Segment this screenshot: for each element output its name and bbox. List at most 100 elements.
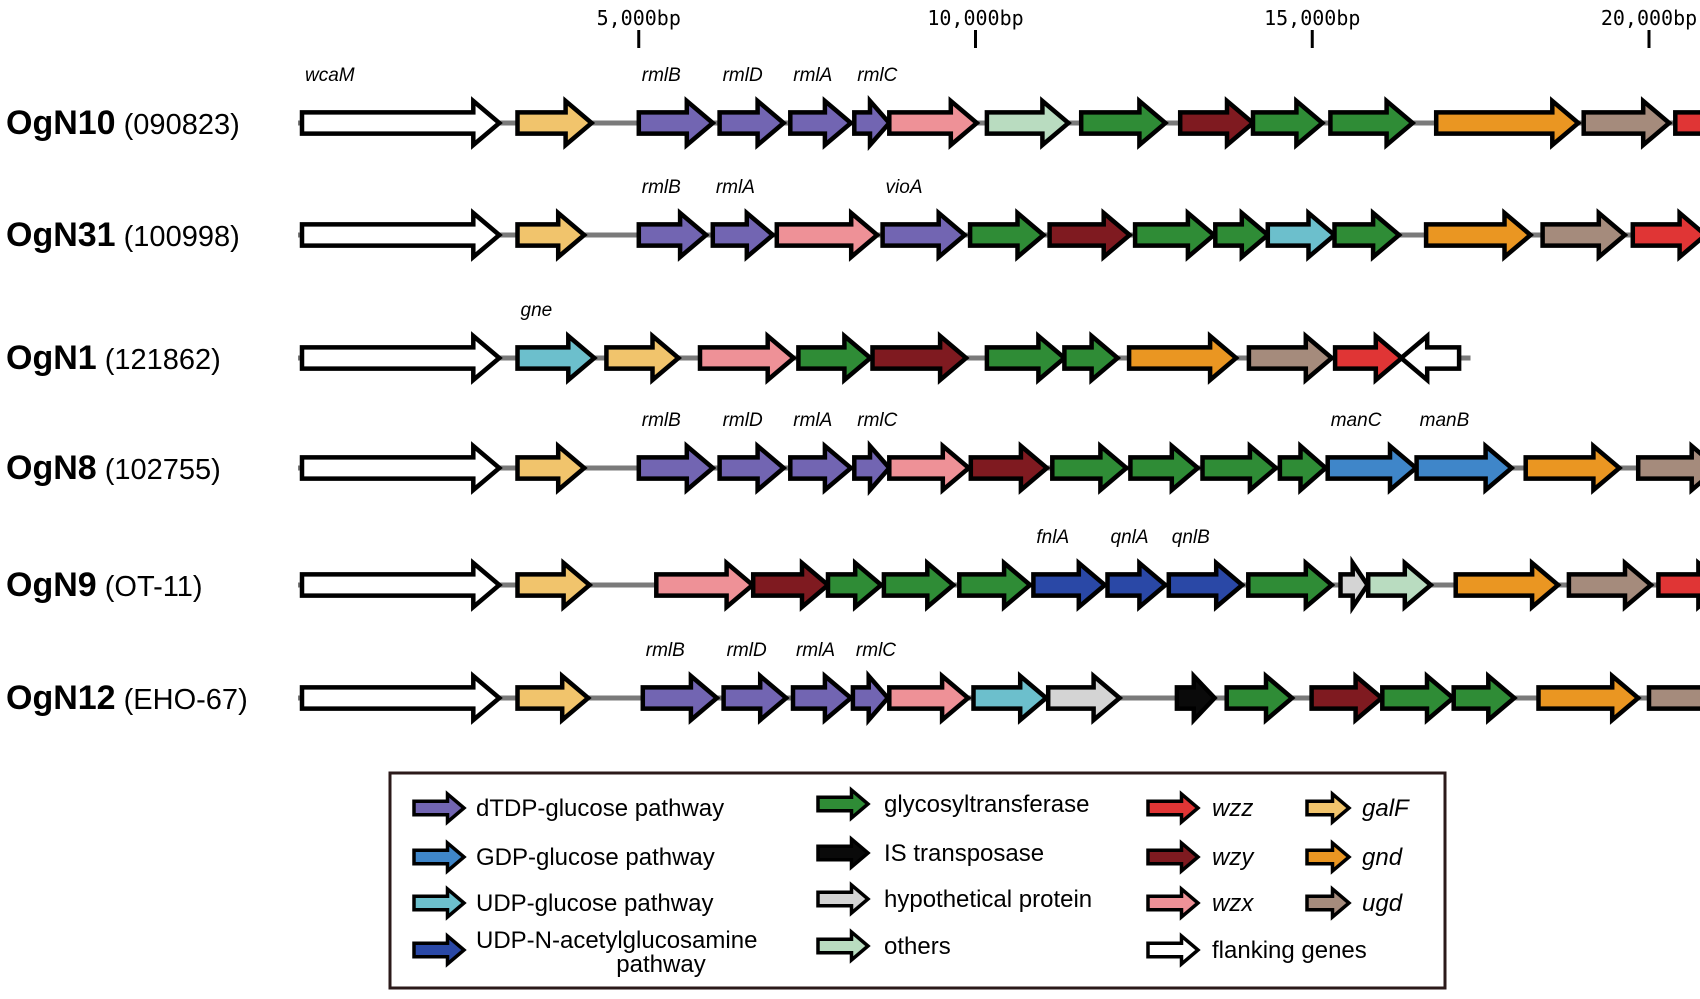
gene-arrow-dtdp (790, 671, 855, 725)
gene-arrow-udpnac (1105, 558, 1169, 612)
gene-label: rmlA (716, 177, 755, 198)
gene-arrow-flank (299, 558, 503, 612)
legend-label: IS transposase (884, 840, 1044, 867)
legend-swatch-udp (412, 885, 467, 921)
strain-name: OgN10 (6, 104, 116, 142)
gene-arrow-hyp (1338, 555, 1371, 615)
gene-label: rmlC (857, 65, 897, 86)
gene-label: qnlA (1111, 527, 1149, 548)
scale-tick-label: 20,000bp (1601, 6, 1697, 30)
gene-arrow-flank (299, 96, 503, 150)
gene-arrow-gt (825, 558, 885, 612)
gene-arrow-wzx (654, 558, 757, 612)
gene-arrow-dtdp (710, 208, 777, 262)
gene-arrow-dtdp (717, 441, 788, 495)
gene-label: rmlA (793, 410, 832, 431)
gene-arrow-gdp (1414, 441, 1516, 495)
gene-arrow-others (1365, 558, 1435, 612)
legend-item-ugd: ugd (1305, 885, 1403, 921)
legend-swatch-others (816, 928, 871, 964)
gene-arrow-udp (971, 671, 1050, 725)
legend-item-wzz: wzz (1146, 790, 1253, 826)
gene-arrow-wzx (774, 208, 881, 262)
legend-swatch-galf (1305, 790, 1352, 826)
gene-arrow-galf (515, 208, 588, 262)
strain-label: OgN10 (090823) (6, 104, 240, 142)
scale-tick-label: 5,000bp (597, 6, 681, 30)
gene-arrow-gt (1332, 208, 1403, 262)
gene-arrow-wzy (968, 441, 1051, 495)
gene-label: rmlC (857, 410, 897, 431)
legend-label: others (884, 933, 951, 960)
legend-item-dtdp: dTDP-glucose pathway (412, 790, 724, 826)
gene-label: manB (1420, 410, 1470, 431)
gene-arrow-gt (1200, 441, 1280, 495)
gene-arrow-gt (1246, 558, 1336, 612)
legend-label: galF (1362, 795, 1410, 822)
gene-arrow-dtdp (721, 671, 790, 725)
legend-item-gnd: gnd (1305, 839, 1403, 875)
legend-swatch-is (816, 835, 871, 871)
strain-track-ogn10: OgN10 (090823)wcaMrmlBrmlDrmlArmlChisI (6, 65, 1700, 151)
legend-item-wzx: wzx (1146, 885, 1254, 921)
gene-arrow-gt (796, 331, 874, 385)
legend-label: wzy (1212, 844, 1255, 871)
gene-arrow-ugd (1581, 96, 1673, 150)
gene-arrow-wzx (887, 671, 972, 725)
gene-arrow-dtdp (636, 441, 717, 495)
gene-arrow-wzz (1656, 558, 1700, 612)
gene-arrow-gt (967, 208, 1047, 262)
legend-label: wzx (1212, 890, 1254, 917)
strain-label: OgN9 (OT-11) (6, 566, 203, 604)
gene-arrow-gt (1132, 208, 1218, 262)
legend-label-continued: pathway (616, 951, 705, 978)
strain-track-ogn9: OgN9 (OT-11) fnlA qnlA qnlB (6, 527, 1700, 615)
strain-id: (EHO-67) (116, 684, 248, 716)
gene-arrow-gt (1062, 331, 1122, 385)
gene-arrow-dtdp (852, 95, 893, 151)
gene-arrow-wzy (1047, 208, 1134, 262)
legend-label: UDP-N-acetylglucosamine (476, 927, 757, 954)
gene-arrow-dtdp (636, 208, 710, 262)
legend-item-flank: flanking genes (1146, 932, 1367, 968)
gene-arrow-flank (299, 441, 503, 495)
legend-item-others: others (816, 928, 951, 964)
strain-id: (OT-11) (97, 571, 203, 603)
gene-arrow-galf (515, 441, 588, 495)
gene-arrow-flank (299, 331, 503, 385)
gene-arrow-is (1174, 670, 1218, 726)
strain-name: OgN8 (6, 449, 97, 487)
gene-arrow-gt (1380, 671, 1457, 725)
gene-arrow-dtdp (788, 441, 855, 495)
strain-label: OgN8 (102755) (6, 449, 221, 487)
gene-label: rmlB (642, 410, 681, 431)
gene-arrow-gt (881, 558, 957, 612)
gene-arrow-gt (1224, 671, 1296, 725)
gene-label: wcaM (305, 65, 355, 86)
gene-arrow-wzy (870, 331, 970, 385)
gene-label: qnlB (1172, 527, 1210, 548)
legend-item-udp: UDP-glucose pathway (412, 885, 713, 921)
gene-label: fnlA (1036, 527, 1069, 548)
strain-name: OgN12 (6, 679, 116, 717)
gene-arrow-wzx (887, 96, 981, 150)
legend-label: glycosyltransferase (884, 791, 1089, 818)
gene-tracks: OgN10 (090823)wcaMrmlBrmlDrmlArmlChisIOg… (6, 65, 1700, 726)
gene-arrow-ugd (1566, 558, 1655, 612)
gene-arrow-gnd (1126, 331, 1240, 385)
legend-label: flanking genes (1212, 937, 1367, 964)
gene-arrow-galf (515, 96, 596, 150)
legend-item-gdp: GDP-glucose pathway (412, 839, 715, 875)
gene-arrow-dtdp (636, 96, 717, 150)
legend-label: wzz (1212, 795, 1253, 822)
gene-label: rmlD (723, 65, 763, 86)
gene-arrow-gnd (1423, 208, 1534, 262)
legend-swatch-flank (1146, 932, 1201, 968)
gene-label: vioA (886, 177, 923, 198)
strain-label: OgN1 (121862) (6, 339, 221, 377)
gene-arrow-wzz (1332, 331, 1406, 385)
strain-id: (121862) (97, 344, 221, 376)
